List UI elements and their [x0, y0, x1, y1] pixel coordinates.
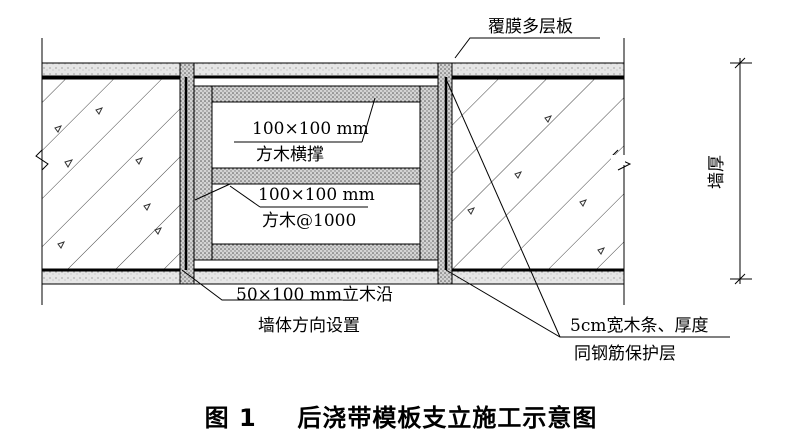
film-board-label: 覆膜多层板 — [488, 17, 573, 37]
timber-spacing-label: 方木@1000 — [262, 211, 357, 231]
top-crossbar — [211, 85, 421, 103]
figure-caption: 图 1 后浇带模板支立施工示意图 — [0, 398, 802, 433]
timber-size-label: 100×100 mm — [258, 185, 375, 205]
figure-number: 图 1 — [204, 404, 257, 432]
square-timber-frame — [193, 85, 439, 261]
middle-crossbar — [211, 167, 421, 185]
aggregate-marks — [54, 107, 605, 255]
wall-thickness-label: 墙厚 — [707, 155, 727, 189]
strip-label-line1: 5cm宽木条、厚度 — [570, 316, 709, 336]
crossbar-size-label: 100×100 mm — [252, 119, 369, 139]
wall-thickness-dimension — [730, 57, 752, 285]
strip-label-line2: 同钢筋保护层 — [574, 344, 676, 364]
post-label-line1: 50×100 mm立木沿 — [236, 285, 393, 305]
leader-lines — [181, 37, 730, 338]
post-label-line2: 墙体方向设置 — [258, 316, 360, 336]
bottom-film-board — [41, 269, 625, 285]
bottom-crossbar — [211, 243, 421, 261]
figure-title: 后浇带模板支立施工示意图 — [297, 404, 598, 432]
left-concrete-wall — [41, 78, 185, 270]
left-break-mark — [35, 149, 49, 171]
crossbar-name-label: 方木横撑 — [256, 145, 324, 165]
right-concrete-wall — [449, 78, 625, 270]
top-film-board — [41, 62, 625, 78]
